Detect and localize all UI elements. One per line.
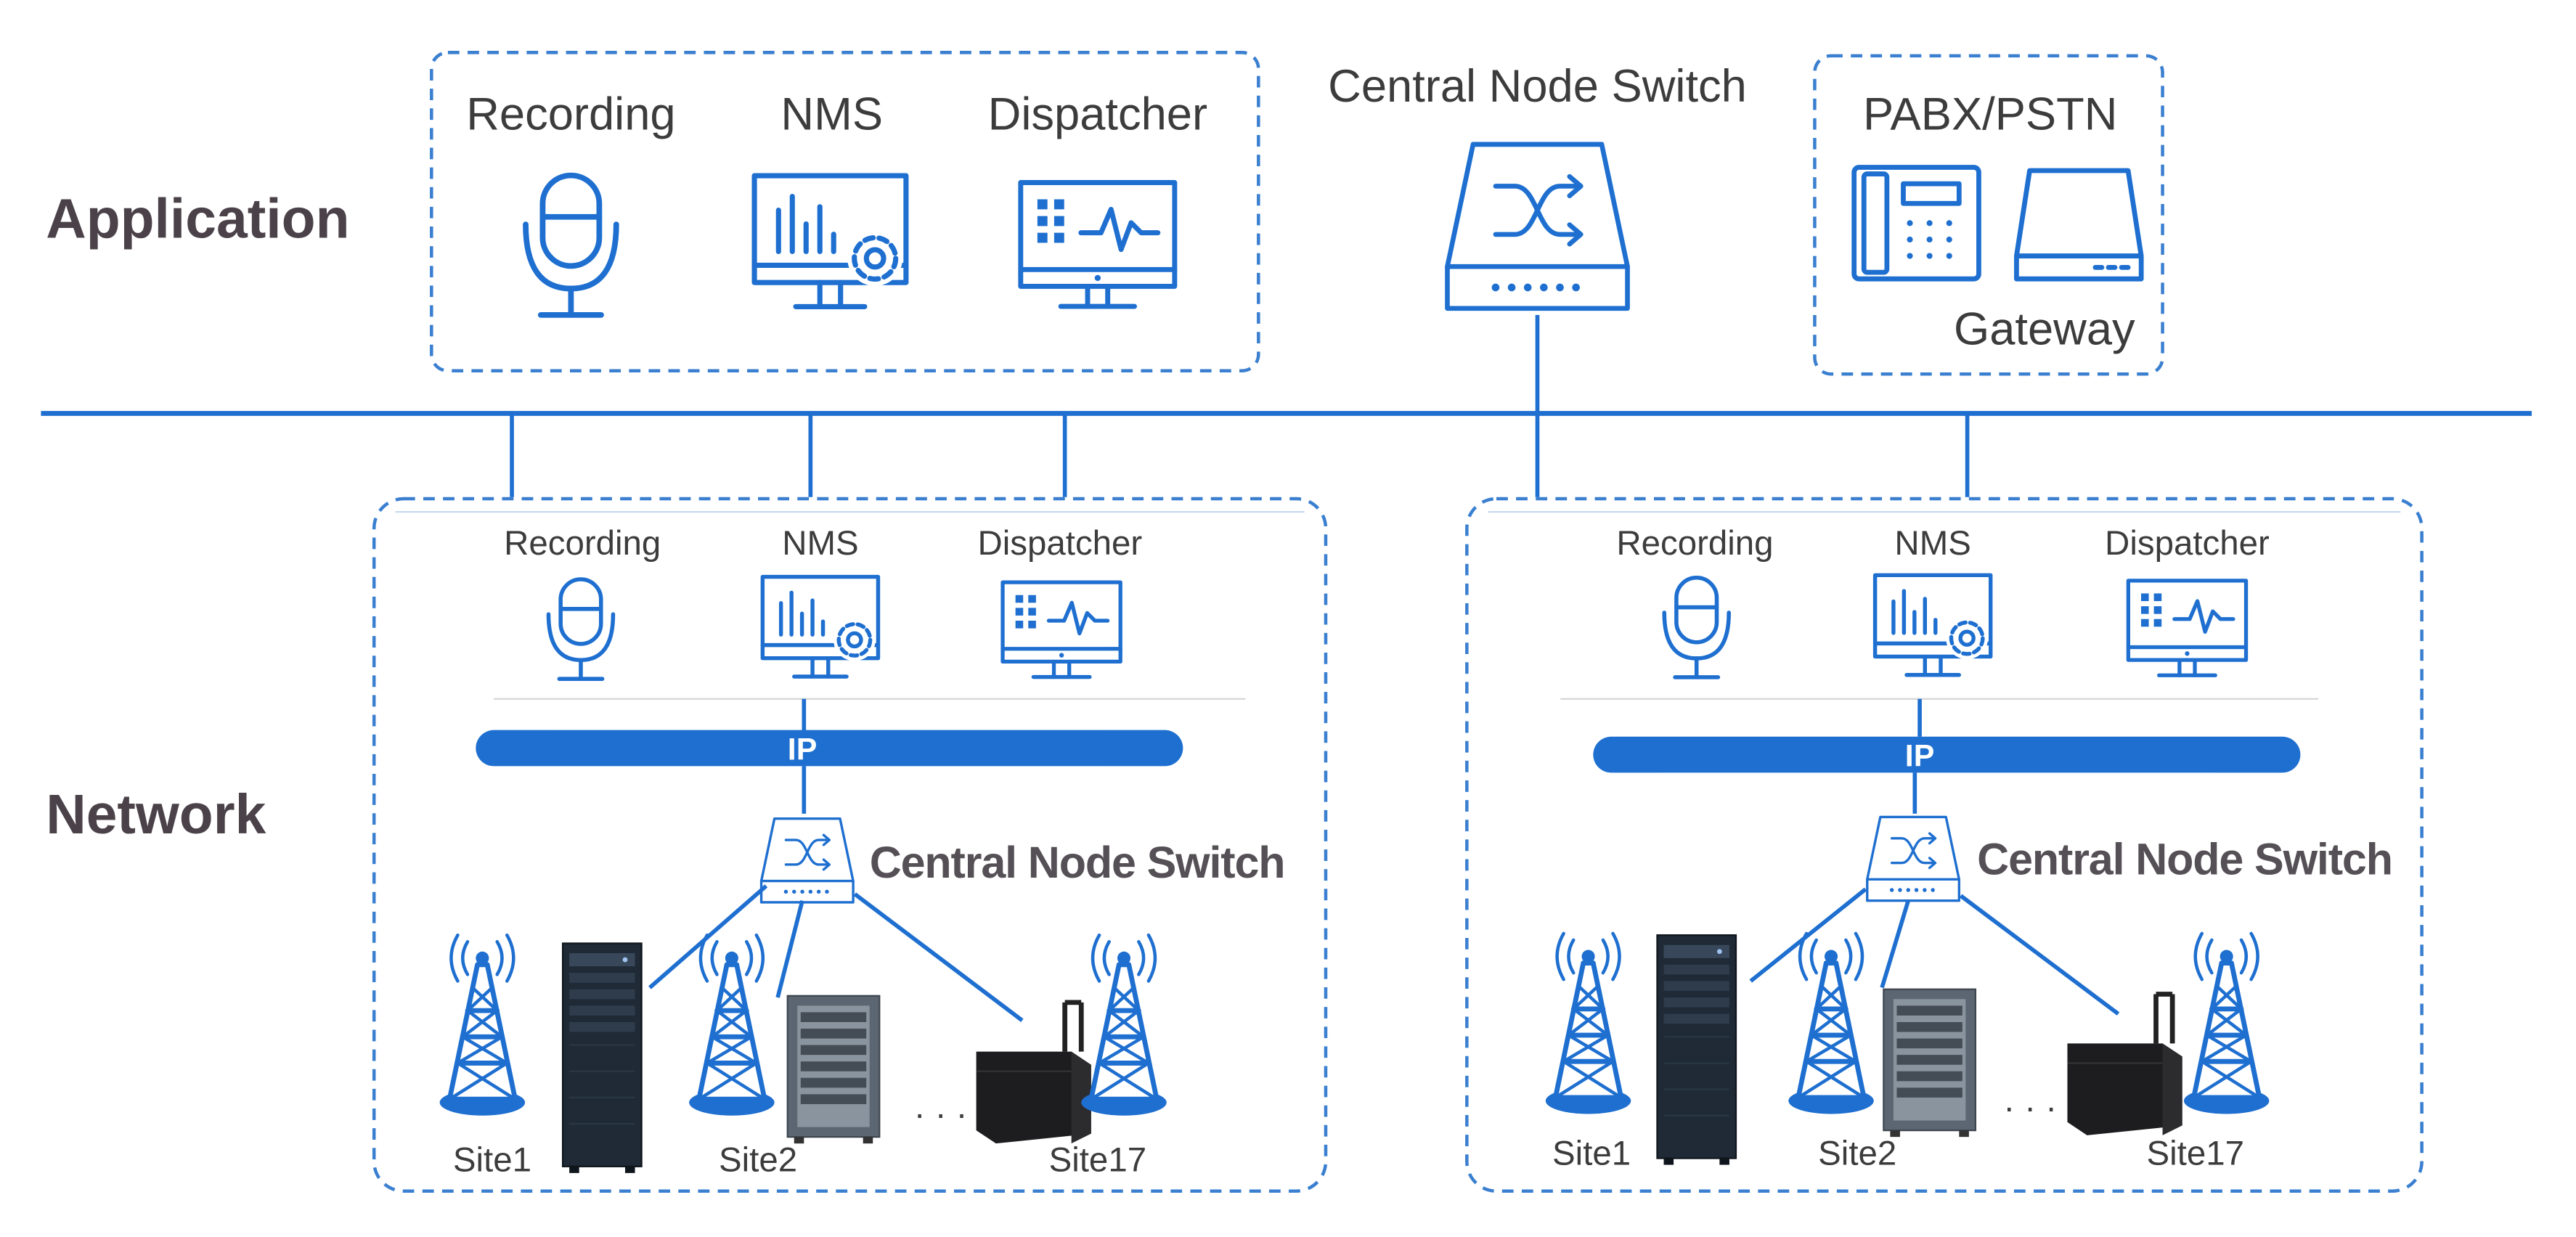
application-group-box [430,51,1260,373]
app-dispatcher-label: Dispatcher [988,89,1207,140]
central-node-switch-title: Central Node Switch [1328,61,1747,112]
network-cluster-1: Recording NMS Dispatcher IP Central Node… [372,497,1328,1193]
cluster-1-site17-label: Site17 [1049,1141,1147,1180]
cluster-2-nms-monitor-icon [1875,575,1991,674]
backbone-bus [41,314,2532,497]
cluster-1-ellipsis: · · · [914,1095,968,1133]
cluster-1-site1-tower-icon [440,935,526,1116]
cluster-1-dispatcher-label: Dispatcher [977,524,1142,563]
cluster-1-switch-icon [759,817,855,904]
cluster-2-site2-label: Site2 [1818,1135,1896,1173]
cluster-2-site2-tower-icon [1788,934,1874,1114]
recording-microphone-icon [526,176,616,315]
cluster-1-cabinet-icon [786,995,881,1145]
cluster-1-site17-tower-icon [1081,935,1167,1116]
cluster-2-ellipsis: · · · [2003,1088,2057,1127]
cluster-1-rolling-case-icon [977,1003,1091,1143]
cluster-1-site1-label: Site1 [453,1141,531,1180]
pabx-title: PABX/PSTN [1863,89,2117,140]
cluster-2-cabinet-icon [1883,988,1977,1138]
cluster-1-ip-label: IP [788,732,818,767]
cluster-2-switch-label: Central Node Switch [1977,835,2392,884]
cluster-2-site17-tower-icon [2184,934,2270,1114]
cluster-2-site1-tower-icon [1546,934,1631,1114]
nms-monitor-icon [754,176,906,306]
layer-label-application: Application [46,188,349,250]
cluster-2-nms-label: NMS [1894,524,1970,563]
cluster-2-ip-label: IP [1905,738,1935,773]
cluster-1-nms-label: NMS [782,524,858,563]
cluster-1-microphone-icon [548,579,613,679]
central-switch-icon [1447,144,1627,309]
cluster-2-dispatcher-monitor-icon [2128,581,2246,675]
cluster-2-dispatcher-label: Dispatcher [2105,524,2270,563]
app-nms-label: NMS [780,89,883,140]
cluster-1-switch-label: Central Node Switch [870,838,1285,887]
cluster-2-site1-label: Site1 [1552,1135,1631,1173]
cluster-2-box [1465,497,2424,1193]
dispatcher-monitor-icon [1021,182,1175,306]
cluster-2-recording-label: Recording [1616,524,1773,563]
cluster-2-microphone-icon [1664,578,1729,677]
cluster-1-ip-bus [476,730,1183,767]
layer-label-network: Network [46,783,266,846]
cluster-1-nms-monitor-icon [762,577,878,677]
cluster-1-site2-label: Site2 [719,1141,797,1180]
cluster-2-switch-icon [1866,815,1961,902]
network-cluster-2: Recording NMS Dispatcher IP Central Node… [1465,497,2424,1193]
cluster-2-site17-label: Site17 [2146,1135,2244,1173]
gateway-icon [2016,171,2141,279]
pabx-group-box [1813,54,2164,376]
cluster-1-recording-label: Recording [504,524,661,563]
cluster-1-server-rack-icon [561,942,643,1174]
gateway-label: Gateway [1954,304,2135,355]
desk-phone-icon [1854,168,1979,279]
cluster-2-server-rack-icon [1656,934,1737,1166]
cluster-1-site2-tower-icon [689,935,775,1116]
cluster-2-rolling-case-icon [2067,995,2182,1135]
cluster-1-dispatcher-monitor-icon [1003,582,1120,677]
app-recording-label: Recording [466,89,675,140]
cluster-2-ip-bus [1593,736,2301,773]
